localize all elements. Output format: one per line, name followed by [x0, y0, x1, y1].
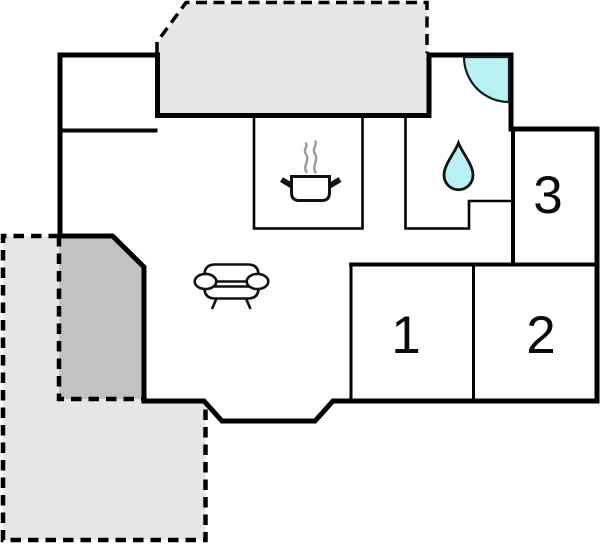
- terrace-covered: [56, 236, 143, 402]
- sofa-seat-lines: [213, 280, 250, 288]
- terrace-covered-fill: [59, 236, 143, 399]
- pot-body: [290, 175, 331, 202]
- terrace-left-fill: [3, 236, 206, 540]
- room-1-label: 1: [391, 306, 420, 365]
- sofa-icon: [193, 263, 270, 310]
- sofa-legs: [210, 297, 252, 310]
- sofa-armrest-left: [193, 272, 218, 291]
- room-3-label: 3: [533, 166, 562, 225]
- door-swing-icon: [462, 55, 511, 104]
- terrace-left: [0, 233, 208, 543]
- kitchen-walls: [252, 115, 364, 230]
- terrace-covered-dashed-border: [56, 236, 143, 402]
- pot-steam: [303, 140, 318, 174]
- interior-walls: [57, 115, 597, 401]
- terrace-top: [155, 0, 429, 115]
- terrace-top-fill: [159, 2, 427, 115]
- sofa-armrest-right: [245, 272, 270, 291]
- terrace-top-dashed-border: [155, 0, 429, 53]
- stove-pot-icon: [280, 140, 342, 202]
- terrace-left-dashed-border: [0, 233, 208, 543]
- bathroom-walls: [404, 115, 513, 230]
- water-drop-icon: [442, 138, 475, 192]
- room-2-label: 2: [526, 306, 555, 365]
- house-outline: [57, 52, 600, 424]
